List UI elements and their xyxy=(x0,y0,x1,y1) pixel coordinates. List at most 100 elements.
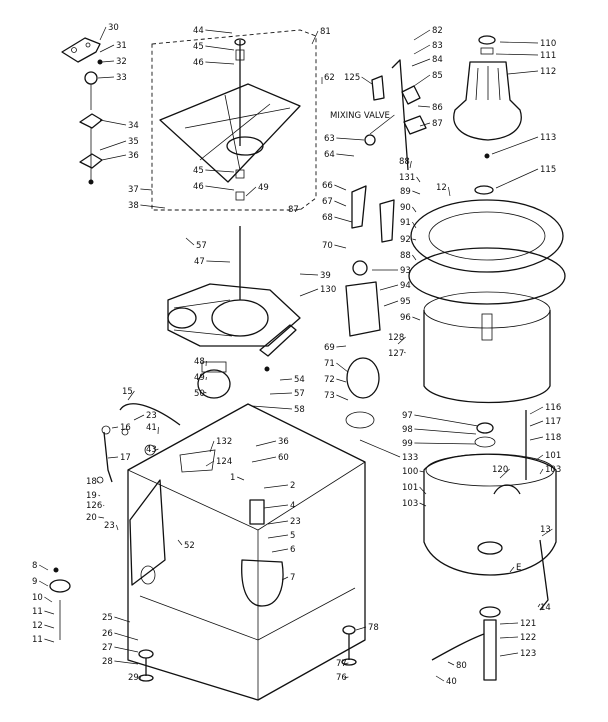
leader-line-c34 xyxy=(99,119,127,126)
leader-line-c45 xyxy=(205,45,235,51)
leader-line-c103b xyxy=(419,502,427,507)
callout-c41: 41 xyxy=(146,423,157,433)
callout-c101b: 101 xyxy=(402,483,418,493)
callout-c125: 125 xyxy=(344,73,360,83)
leader-line-c36 xyxy=(101,154,127,161)
leader-line-c4 xyxy=(263,504,289,509)
callout-c99: 99 xyxy=(402,439,413,449)
callout-c89: 89 xyxy=(400,187,411,197)
agitator xyxy=(453,35,522,159)
callout-c87b: 87 xyxy=(432,119,443,129)
leader-line-c101 xyxy=(535,454,544,461)
callout-c39: 39 xyxy=(320,271,331,281)
leader-line-c6 xyxy=(271,548,289,553)
callout-c128: 128 xyxy=(388,333,404,343)
leader-line-c115 xyxy=(495,168,539,189)
callout-c103b: 103 xyxy=(402,499,418,509)
callout-c31: 31 xyxy=(116,41,127,51)
leader-line-c68 xyxy=(334,216,353,223)
callout-c122: 122 xyxy=(520,633,536,643)
callout-c14: 14 xyxy=(540,603,551,613)
callout-c115: 115 xyxy=(540,165,556,175)
callout-c10: 10 xyxy=(32,593,43,603)
callout-c37: 37 xyxy=(128,185,139,195)
callout-c81: 81 xyxy=(320,27,331,37)
outer-tub xyxy=(423,410,557,576)
leader-line-c49b xyxy=(245,186,257,197)
callout-c8: 8 xyxy=(32,561,37,571)
parts-artwork xyxy=(49,29,566,701)
callout-c4: 4 xyxy=(290,501,295,511)
callout-c1: 1 xyxy=(230,473,235,483)
leader-line-c113 xyxy=(491,136,539,155)
callout-cmv: MIXING VALVE xyxy=(330,111,390,121)
leader-line-c2 xyxy=(263,484,289,489)
callout-c76: 76 xyxy=(336,673,347,683)
motor-group xyxy=(345,185,395,429)
callout-c110: 110 xyxy=(540,39,556,49)
callout-c70: 70 xyxy=(322,241,333,251)
leader-line-c60 xyxy=(251,456,277,463)
callout-c20: 20 xyxy=(86,513,97,523)
callout-c82: 82 xyxy=(432,26,443,36)
callout-c52: 52 xyxy=(184,541,195,551)
callout-c33: 33 xyxy=(116,73,127,83)
callout-c126: 126 xyxy=(86,501,102,511)
leader-line-c44 xyxy=(205,29,233,34)
leader-line-c25 xyxy=(114,616,131,623)
leader-line-c97 xyxy=(414,414,479,427)
callout-c40: 40 xyxy=(446,677,457,687)
leader-line-c63 xyxy=(336,137,365,141)
leader-line-c58 xyxy=(251,405,293,410)
leader-line-c50 xyxy=(203,391,207,394)
leader-line-c80 xyxy=(447,661,455,666)
leader-line-c95 xyxy=(383,300,399,307)
leader-line-c12b xyxy=(44,624,55,629)
leader-line-c85 xyxy=(413,74,431,87)
callout-c100: 100 xyxy=(402,467,418,477)
leader-line-c120 xyxy=(499,468,510,479)
leader-line-c37 xyxy=(140,188,153,191)
callout-c27: 27 xyxy=(102,643,113,653)
callout-c80: 80 xyxy=(456,661,467,671)
callout-c50: 50 xyxy=(194,389,205,399)
callout-c130: 130 xyxy=(320,285,336,295)
leader-line-c82 xyxy=(413,29,431,41)
leader-line-c70 xyxy=(334,244,347,249)
callout-c103: 103 xyxy=(545,465,561,475)
leader-line-c81 xyxy=(311,30,319,45)
transmission-assembly xyxy=(167,226,301,347)
callout-c101: 101 xyxy=(545,451,561,461)
leader-line-c67 xyxy=(334,200,347,207)
callout-c63: 63 xyxy=(324,134,335,144)
callout-c133: 133 xyxy=(402,453,418,463)
leader-line-c130 xyxy=(299,288,319,297)
callout-c36b: 36 xyxy=(278,437,289,447)
callout-c118: 118 xyxy=(545,433,561,443)
leader-line-c35 xyxy=(99,140,127,151)
leader-line-c91 xyxy=(412,221,417,229)
leader-line-c99 xyxy=(414,442,477,445)
callout-c12: 12 xyxy=(436,183,447,193)
leader-line-c11a xyxy=(44,610,55,615)
mounting-plate-group xyxy=(151,29,317,211)
callout-c2: 2 xyxy=(290,481,295,491)
callout-c13: 13 xyxy=(540,525,551,535)
leader-line-c39 xyxy=(299,273,319,276)
leader-line-cE xyxy=(509,566,515,573)
callout-c23a: 23 xyxy=(146,411,157,421)
leader-line-c46b xyxy=(205,185,235,191)
callout-c9: 9 xyxy=(32,577,37,587)
callout-c66: 66 xyxy=(322,181,333,191)
callout-c62: 62 xyxy=(324,73,335,83)
callout-c35: 35 xyxy=(128,137,139,147)
callout-c78: 78 xyxy=(368,623,379,633)
tub-basket xyxy=(408,185,566,404)
leader-line-c8 xyxy=(39,564,49,571)
leader-line-c33 xyxy=(97,76,115,79)
leader-line-c101b xyxy=(419,486,427,495)
leader-line-c88b xyxy=(412,254,417,261)
